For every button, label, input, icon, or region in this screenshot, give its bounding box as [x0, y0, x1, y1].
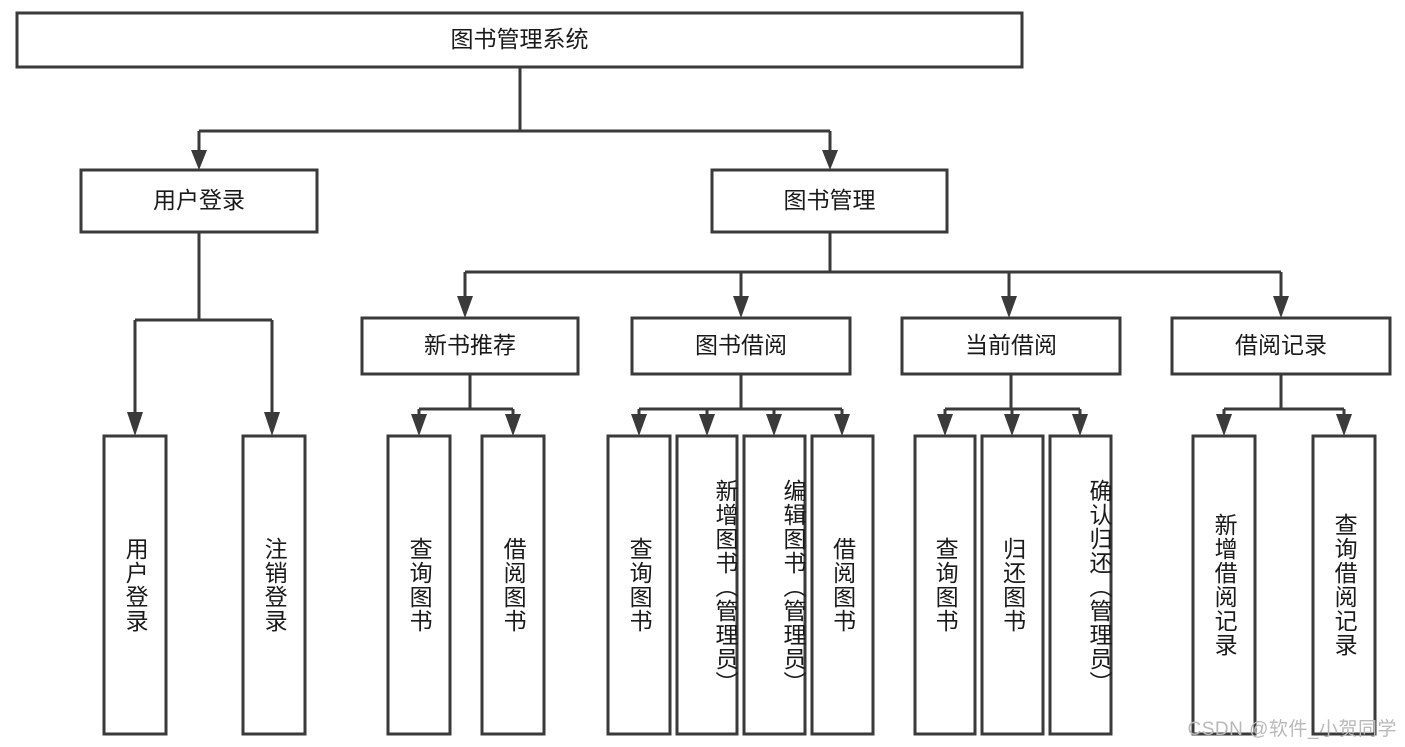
node-leaf-query-book-rec-rect[interactable]	[386, 434, 452, 736]
node-root-label: 图书管理系统	[451, 26, 589, 52]
arrow-head-book-management	[822, 150, 838, 170]
node-new-book-recommend[interactable]: 新书推荐	[360, 316, 580, 376]
arrow-head-leaf-query-book-current	[937, 414, 953, 436]
node-new-book-recommend-label: 新书推荐	[424, 332, 516, 358]
node-book-borrow[interactable]: 图书借阅	[630, 316, 852, 376]
arrow-head-leaf-query-record	[1336, 414, 1352, 436]
node-user-login[interactable]: 用户登录	[79, 168, 319, 234]
node-root-rect[interactable]	[15, 11, 1024, 69]
node-book-borrow-label: 图书借阅	[695, 332, 787, 358]
connector-group-book-borrow-to-leaves	[631, 374, 850, 436]
node-current-borrow-rect[interactable]	[900, 316, 1122, 376]
node-current-borrow-label: 当前借阅	[965, 332, 1057, 358]
node-borrow-record[interactable]: 借阅记录	[1170, 316, 1392, 376]
arrow-head-leaf-confirm-return	[1072, 414, 1088, 436]
node-current-borrow[interactable]: 当前借阅	[900, 316, 1122, 376]
arrow-head-leaf-user-login	[127, 412, 143, 436]
node-leaf-borrow-book-rect[interactable]	[810, 434, 875, 736]
arrow-head-leaf-query-book-rec	[411, 414, 427, 436]
node-leaf-return-book-rect[interactable]	[980, 434, 1045, 736]
node-book-management[interactable]: 图书管理	[710, 168, 949, 234]
node-new-book-recommend-rect[interactable]	[360, 316, 580, 376]
arrow-head-user-login	[191, 150, 207, 170]
node-leaf-edit-book-rect[interactable]	[742, 434, 807, 736]
node-user-login-rect[interactable]	[79, 168, 319, 234]
arrow-head-leaf-add-record	[1216, 414, 1232, 436]
node-leaf-confirm-return-rect[interactable]	[1048, 434, 1113, 736]
connector-group-root-to-level2	[191, 67, 838, 170]
connector-group-book-management-to-level3	[457, 232, 1289, 318]
leaf-boxes	[102, 434, 1377, 736]
watermark-text: CSDN @软件_小贺同学	[1187, 719, 1397, 740]
arrow-head-book-borrow	[733, 296, 749, 318]
connector-group-borrow-record-to-leaves	[1216, 374, 1352, 436]
node-leaf-user-login-rect[interactable]	[102, 434, 168, 736]
node-book-borrow-rect[interactable]	[630, 316, 852, 376]
node-leaf-borrow-book-rec-rect[interactable]	[480, 434, 546, 736]
connector-group-user-login-to-leaves	[127, 232, 280, 436]
node-book-management-rect[interactable]	[710, 168, 949, 234]
arrow-head-leaf-borrow-book	[834, 414, 850, 436]
node-leaf-query-book-borrow-rect[interactable]	[606, 434, 672, 736]
arrow-head-leaf-user-logout	[264, 412, 280, 436]
node-leaf-add-record-rect[interactable]	[1191, 434, 1257, 736]
arrow-head-leaf-return-book	[1004, 414, 1020, 436]
node-leaf-user-logout-rect[interactable]	[241, 434, 307, 736]
arrow-head-new-book-recommend	[457, 296, 473, 318]
node-leaf-query-record-rect[interactable]	[1311, 434, 1377, 736]
node-leaf-add-book-rect[interactable]	[675, 434, 739, 736]
node-book-management-label: 图书管理	[784, 187, 876, 213]
arrow-head-leaf-add-book	[699, 414, 715, 436]
node-leaf-query-book-current-rect[interactable]	[913, 434, 977, 736]
arrow-head-leaf-borrow-book-rec	[505, 414, 521, 436]
connector-group-new-book-recommend-to-leaves	[411, 374, 521, 436]
arrow-head-leaf-edit-book	[766, 414, 782, 436]
arrow-head-leaf-query-book-borrow	[631, 414, 647, 436]
node-root[interactable]: 图书管理系统	[15, 11, 1024, 69]
arrow-head-current-borrow	[1001, 296, 1017, 318]
connector-group-current-borrow-to-leaves	[937, 374, 1088, 436]
node-borrow-record-label: 借阅记录	[1235, 332, 1327, 358]
node-borrow-record-rect[interactable]	[1170, 316, 1392, 376]
arrow-head-borrow-record	[1273, 296, 1289, 318]
node-user-login-label: 用户登录	[153, 187, 245, 213]
